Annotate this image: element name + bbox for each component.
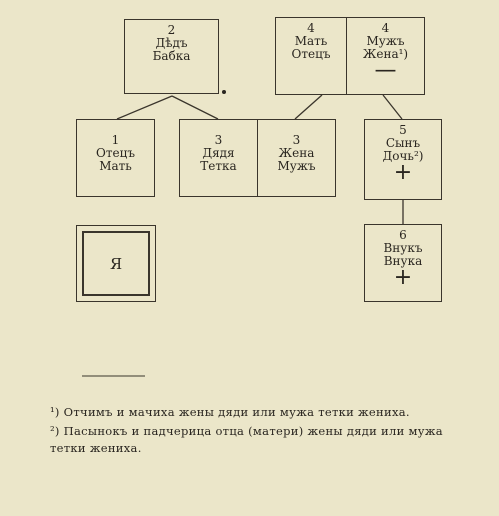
connector-spouse-parents-aunt-spouse bbox=[294, 94, 323, 120]
box-label-1: Мужъ bbox=[366, 34, 405, 48]
connector-spouse-children bbox=[382, 94, 403, 120]
box-label-1: Жена bbox=[278, 146, 315, 160]
box-label-2: Мать bbox=[99, 159, 132, 173]
box-label-1: Дядя bbox=[202, 146, 235, 160]
box-label-2: Бабка bbox=[152, 49, 191, 63]
footnotes: ¹) Отчимъ и мачиха жены дяди или мужа те… bbox=[50, 404, 470, 459]
box-number: 6 bbox=[399, 228, 407, 242]
plus-sign: + bbox=[393, 160, 413, 185]
box-spouse-parents: 4 Мать Отецъ bbox=[275, 17, 347, 95]
box-grandchildren: 6 Внукъ Внука + bbox=[364, 224, 442, 302]
box-parents: 1 Отецъ Мать bbox=[76, 119, 155, 197]
box-ego: Я bbox=[76, 225, 156, 302]
box-uncle-aunt: 3 Дядя Тетка bbox=[179, 119, 258, 197]
box-number: 5 bbox=[399, 123, 407, 137]
box-number: 2 bbox=[167, 23, 176, 37]
box-number: 1 bbox=[111, 133, 120, 147]
footnote-2: ²) Пасынокъ и падчерица отца (матери) же… bbox=[50, 424, 443, 455]
minus-sign: — bbox=[374, 58, 397, 83]
box-children: 5 Сынъ Дочь²) + bbox=[364, 119, 442, 200]
box-number: 4 bbox=[307, 21, 315, 35]
box-number: 3 bbox=[214, 133, 223, 147]
box-number: 4 bbox=[381, 21, 390, 35]
box-label-2: Тетка bbox=[200, 159, 237, 173]
ego-label: Я bbox=[82, 231, 150, 296]
box-aunt-uncle-spouse: 3 Жена Мужъ bbox=[257, 119, 336, 197]
dot-mark bbox=[222, 90, 226, 94]
box-label-1: Дѣдъ bbox=[155, 36, 188, 50]
box-label-1: Мать bbox=[294, 34, 328, 48]
footnote-1: ¹) Отчимъ и мачиха жены дяди или мужа те… bbox=[50, 405, 410, 419]
box-label-2: Дочь²) bbox=[382, 149, 424, 163]
box-label-2: Внука bbox=[383, 254, 423, 268]
box-label-2: Мужъ bbox=[277, 159, 316, 173]
box-label-1: Внукъ bbox=[383, 241, 423, 255]
box-number: 3 bbox=[292, 133, 301, 147]
plus-sign: + bbox=[393, 265, 413, 290]
box-label-2: Отецъ bbox=[291, 47, 331, 61]
box-spouse-of-relative: 4 Мужъ Жена¹) — bbox=[346, 17, 425, 95]
connector-grandparents-parents bbox=[116, 95, 173, 120]
box-label-1: Отецъ bbox=[96, 146, 135, 160]
box-label-1: Сынъ bbox=[385, 136, 421, 150]
box-grandparents: 2 Дѣдъ Бабка bbox=[124, 19, 219, 94]
connector-grandparents-uncles bbox=[171, 95, 219, 120]
box-label-2: Жена¹) bbox=[362, 47, 409, 61]
